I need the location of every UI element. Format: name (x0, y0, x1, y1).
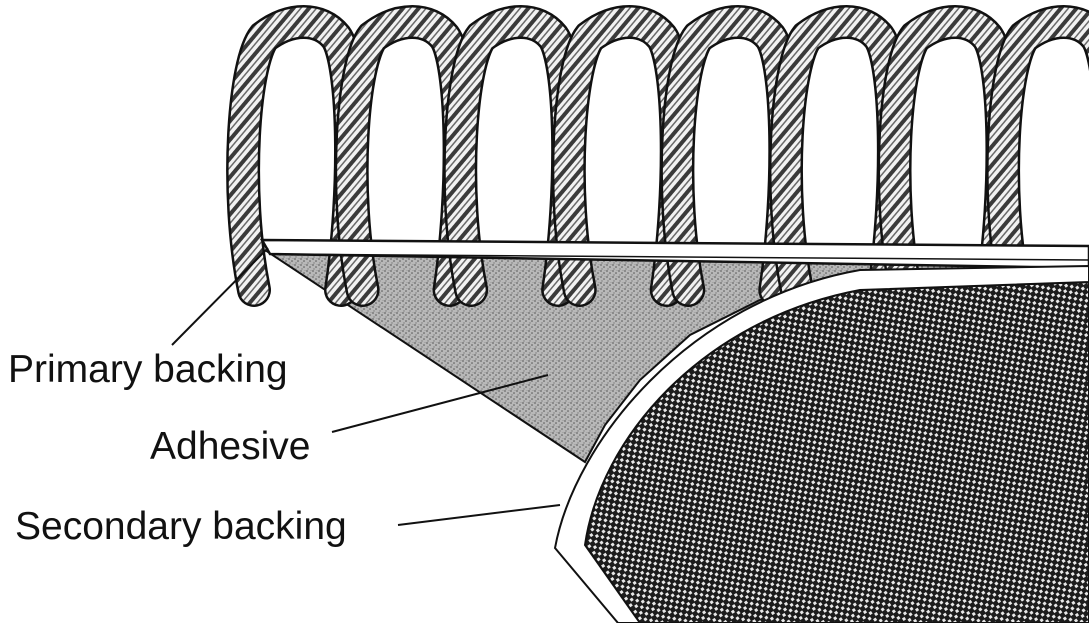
adhesive-label: Adhesive (150, 427, 310, 466)
secondary-backing-label: Secondary backing (15, 507, 347, 546)
secondary-backing-leader (398, 505, 560, 525)
primary-backing-label: Primary backing (8, 350, 288, 389)
